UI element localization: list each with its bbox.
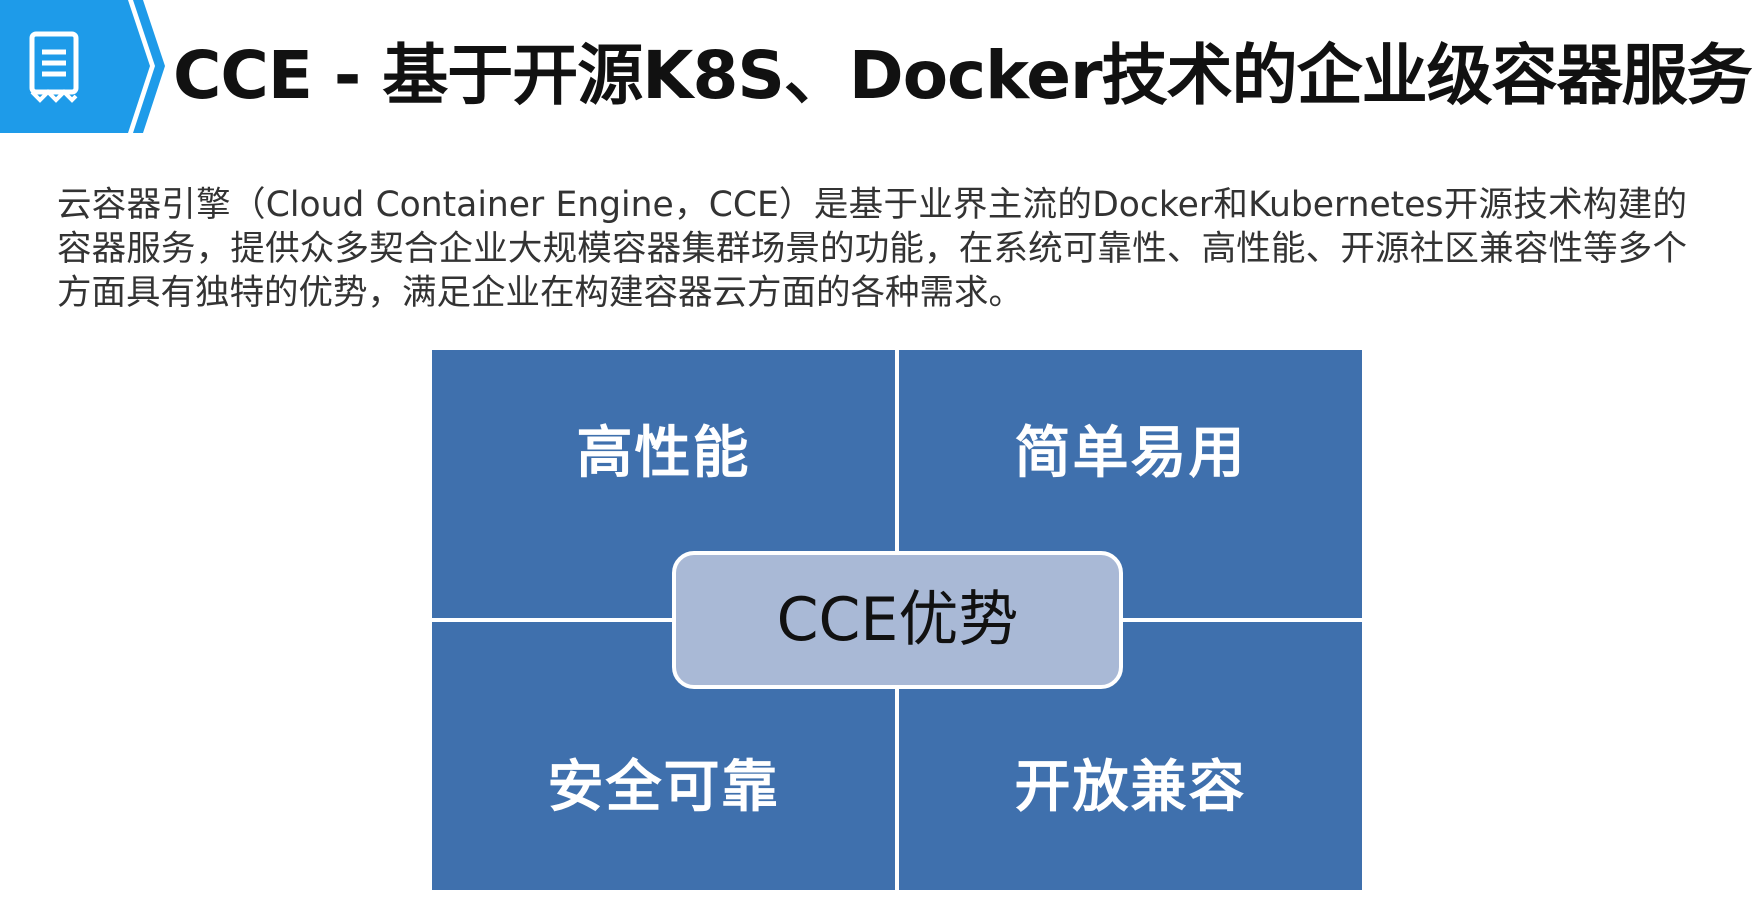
page-title: CCE - 基于开源K8S、Docker技术的企业级容器服务 <box>173 37 1752 114</box>
quadrant-label-high-performance: 高性能 <box>576 421 751 486</box>
center-label: CCE优势 <box>776 585 1019 655</box>
header-icon-block <box>0 0 165 133</box>
center-box: CCE优势 <box>672 551 1123 689</box>
document-list-icon <box>0 0 165 133</box>
quadrant-label-secure-reliable: 安全可靠 <box>547 755 780 820</box>
advantages-diagram: 高性能 简单易用 安全可靠 开放兼容 <box>432 350 1362 890</box>
quadrant-label-easy-to-use: 简单易用 <box>1014 421 1247 486</box>
intro-paragraph: 云容器引擎（Cloud Container Engine，CCE）是基于业界主流… <box>57 185 1687 313</box>
quadrant-label-open-compatible: 开放兼容 <box>1014 755 1247 820</box>
